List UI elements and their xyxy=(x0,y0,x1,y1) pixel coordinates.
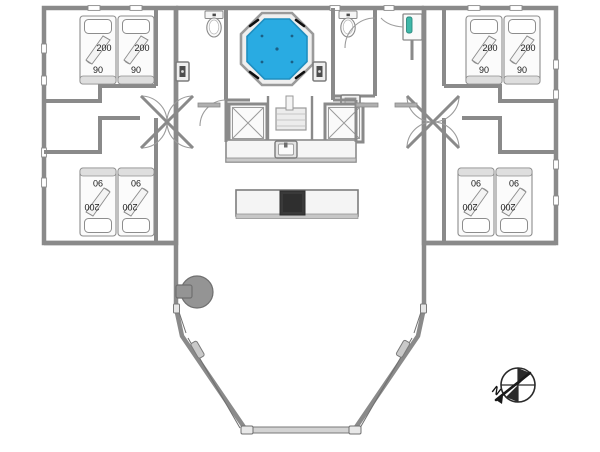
living-room-shell xyxy=(173,243,427,433)
bed-width-label: 90 xyxy=(517,65,527,75)
door-swings xyxy=(139,17,461,150)
round-table xyxy=(175,275,214,309)
bed-width-label: 90 xyxy=(131,65,141,75)
sauna-bench xyxy=(275,95,307,131)
window-openings-right xyxy=(553,59,559,206)
whirlpool-octagonal xyxy=(239,11,315,87)
bed-width-label: 90 xyxy=(509,178,519,188)
bed-width-label: 90 xyxy=(131,178,141,188)
bed-length-label: 200 xyxy=(122,202,137,212)
bed-width-label: 90 xyxy=(93,65,103,75)
bed-length-label: 200 xyxy=(520,43,535,53)
glazing-mullions xyxy=(173,303,427,435)
shower-left xyxy=(227,102,269,144)
bed-length-label: 200 xyxy=(482,43,497,53)
bed-length-label: 200 xyxy=(134,43,149,53)
bed-width-label: 90 xyxy=(479,65,489,75)
bed-length-label: 200 xyxy=(462,202,477,212)
washbasin-counter xyxy=(225,139,357,163)
toilet-right xyxy=(338,10,358,38)
bed-width-label: 90 xyxy=(93,178,103,188)
toilet-left xyxy=(204,10,224,38)
terrace-glazing xyxy=(177,308,423,433)
bed-length-label: 200 xyxy=(84,202,99,212)
interior-walls-right xyxy=(424,8,556,246)
bed-length-label: 200 xyxy=(500,202,515,212)
door-green-handle xyxy=(380,13,423,41)
bed-length-label: 200 xyxy=(96,43,111,53)
thresholds xyxy=(197,102,418,108)
wall-panel-right xyxy=(312,61,327,82)
fireplace-bench xyxy=(235,189,359,219)
wall-panel-left xyxy=(175,61,190,82)
interior-walls-left xyxy=(44,8,176,246)
north-arrow: N xyxy=(490,367,536,404)
bed-width-label: 90 xyxy=(471,178,481,188)
washbasin-sink xyxy=(274,140,298,159)
